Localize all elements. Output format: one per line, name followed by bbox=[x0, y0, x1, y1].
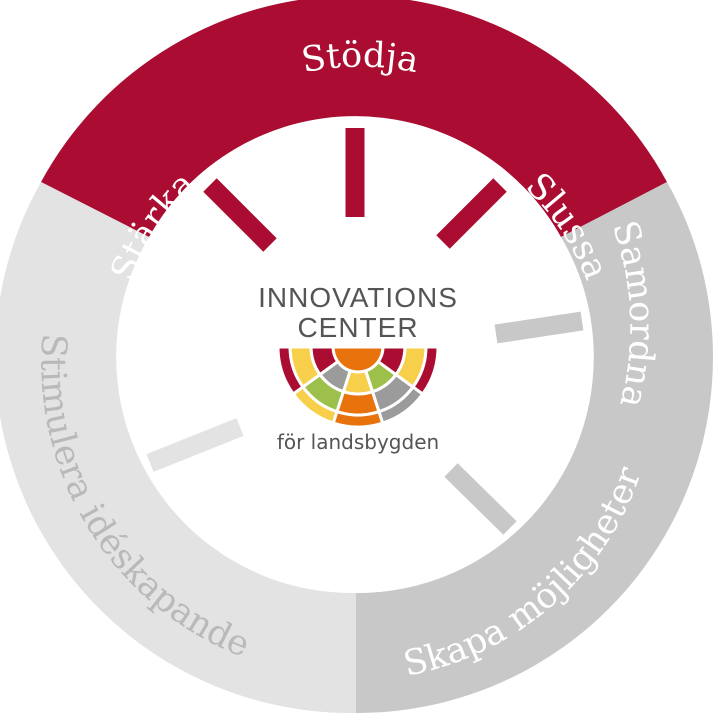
logo-tagline: för landsbygden bbox=[277, 430, 439, 454]
spoke-slussa bbox=[436, 178, 507, 249]
sector-light-grey bbox=[0, 182, 356, 714]
sector-red bbox=[41, 0, 667, 237]
spoke-stimulera bbox=[146, 418, 244, 472]
spoke-samordna bbox=[494, 311, 584, 344]
spoke-starka bbox=[203, 178, 277, 252]
logo-emblem bbox=[276, 345, 440, 429]
spokes bbox=[146, 128, 584, 535]
emblem-tile bbox=[331, 409, 385, 429]
emblem-tile bbox=[410, 345, 440, 397]
center-logo: INNOVATIONS CENTER för landsbygden bbox=[258, 282, 458, 454]
label-stodja: Stödja bbox=[299, 35, 422, 81]
spoke-skapa bbox=[444, 463, 517, 535]
logo-line-2: CENTER bbox=[297, 312, 418, 343]
logo-line-1: INNOVATIONS bbox=[258, 282, 458, 313]
sector-mid-grey bbox=[356, 182, 713, 714]
